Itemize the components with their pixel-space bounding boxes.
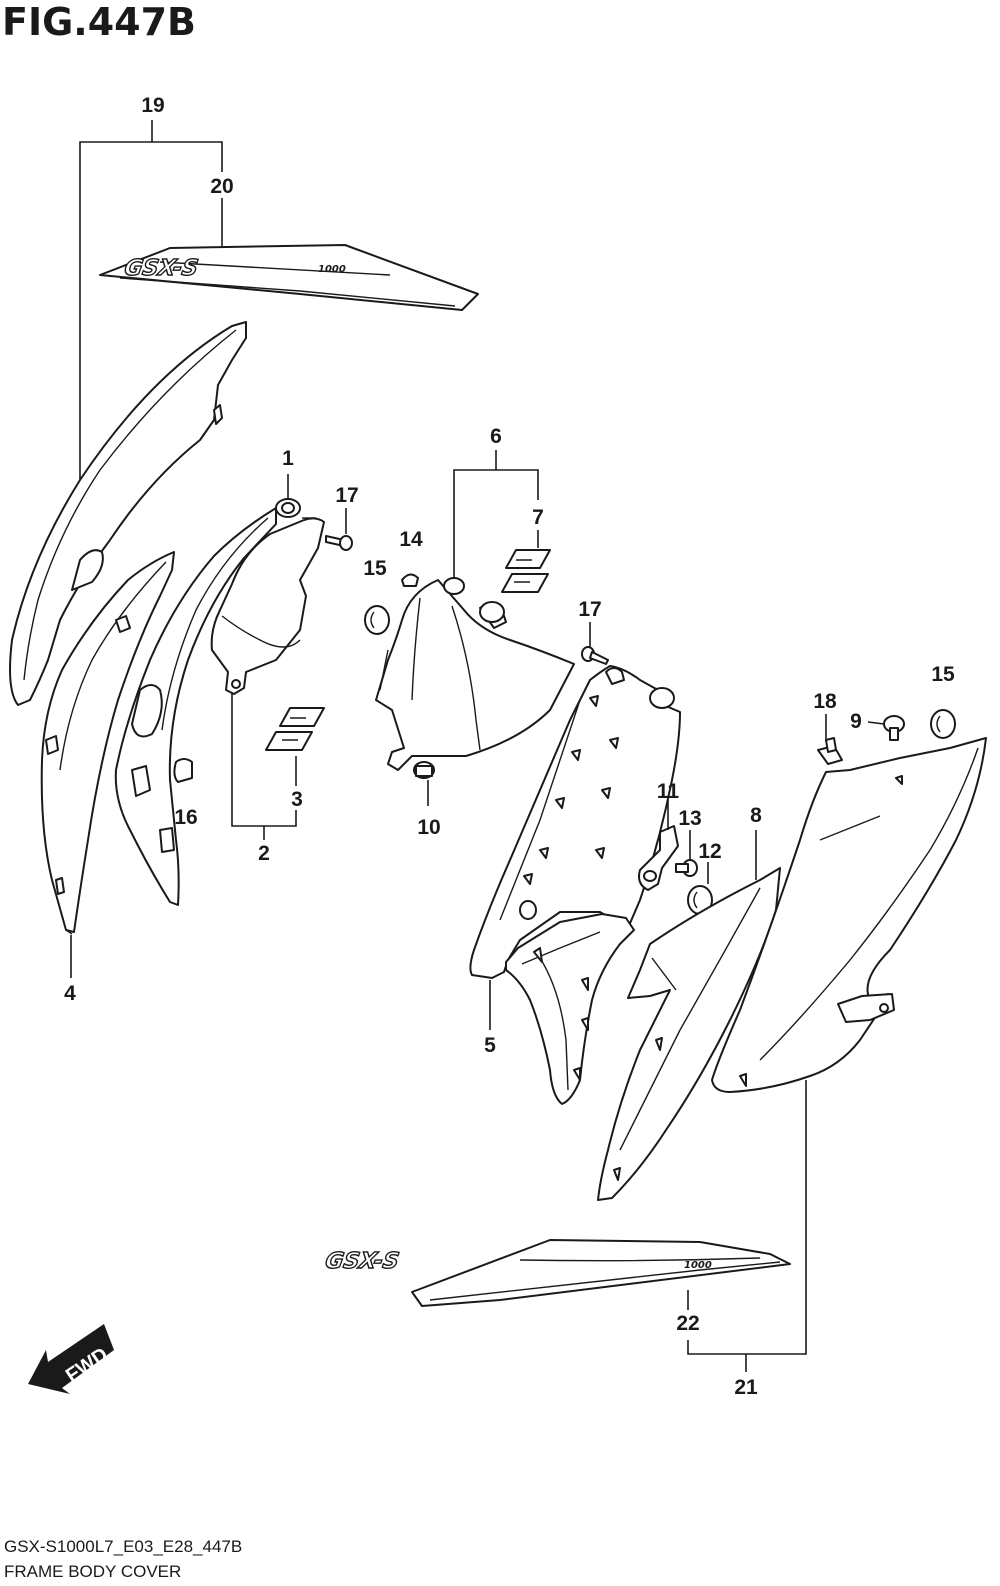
part-label-9: 9 — [850, 710, 862, 733]
part-label-22: 22 — [676, 1312, 699, 1335]
part-label-14: 14 — [399, 528, 423, 551]
frame-cover-5[interactable] — [469, 665, 681, 979]
part-label-5: 5 — [484, 1034, 496, 1057]
part-label-18: 18 — [813, 690, 837, 713]
model-code: GSX-S1000L7_E03_E28_447B — [4, 1537, 243, 1556]
frame-cover-bracket[interactable] — [210, 517, 325, 695]
grommet-15-left[interactable] — [364, 605, 390, 635]
bolt-13[interactable] — [675, 859, 698, 877]
tank-side-cover-inner[interactable] — [40, 551, 175, 935]
part-label-7: 7 — [532, 506, 544, 529]
part-label-4: 4 — [64, 982, 76, 1005]
part-label-17-right: 17 — [578, 598, 601, 621]
part-label-10: 10 — [417, 816, 440, 839]
part-label-21: 21 — [734, 1376, 758, 1399]
side-panel-8[interactable] — [597, 867, 781, 1201]
part-label-15-left: 15 — [363, 557, 387, 580]
part-label-3: 3 — [291, 788, 303, 811]
part-label-17-left: 17 — [335, 484, 358, 507]
grommet-15-right[interactable] — [930, 709, 956, 739]
part-label-20: 20 — [210, 175, 233, 198]
fwd-arrow-icon: FWD — [28, 1324, 114, 1394]
emblem-upper-logo: GSX-S — [122, 255, 200, 281]
bolt-10[interactable] — [413, 761, 435, 779]
clip-14[interactable] — [401, 573, 419, 587]
side-cover-21[interactable] — [711, 737, 987, 1093]
part-label-1: 1 — [282, 447, 294, 470]
s-emblem-left[interactable] — [265, 707, 325, 751]
part-label-2: 2 — [258, 842, 270, 865]
screw-17-right[interactable] — [581, 646, 609, 665]
grommet-1[interactable] — [275, 498, 301, 518]
emblem-lower-logo: GSX-S — [323, 1248, 401, 1274]
grommet-12[interactable] — [687, 885, 713, 915]
part-label-6: 6 — [490, 425, 502, 448]
emblem-decal-upper[interactable]: GSX-S 1000 — [99, 244, 479, 311]
bracket-11[interactable] — [638, 825, 679, 891]
tank-side-cover-outer[interactable] — [9, 321, 247, 706]
part-label-16: 16 — [174, 806, 197, 829]
s-emblem-center[interactable] — [501, 549, 551, 593]
emblem-decal-lower[interactable]: GSX-S 1000 — [323, 1239, 791, 1307]
part-label-11: 11 — [657, 780, 680, 803]
nut-18[interactable] — [817, 737, 843, 765]
emblem-upper-sub: 1000 — [318, 264, 346, 275]
center-cover-6[interactable] — [375, 577, 575, 771]
part-label-15-right: 15 — [931, 663, 955, 686]
frame-cover-5-lower[interactable] — [505, 913, 635, 1105]
part-label-12: 12 — [698, 840, 721, 863]
part-label-8: 8 — [750, 804, 762, 827]
figure-title: FIG.447B — [2, 0, 197, 44]
bolt-9[interactable] — [883, 715, 905, 741]
part-label-13: 13 — [678, 807, 701, 830]
part-label-19: 19 — [141, 94, 164, 117]
frame-cover-middle[interactable] — [114, 507, 277, 906]
cushion-16[interactable] — [173, 758, 193, 783]
figure-description: FRAME BODY COVER — [4, 1562, 182, 1581]
screw-17-left[interactable] — [325, 535, 353, 551]
emblem-lower-sub: 1000 — [684, 1260, 712, 1271]
